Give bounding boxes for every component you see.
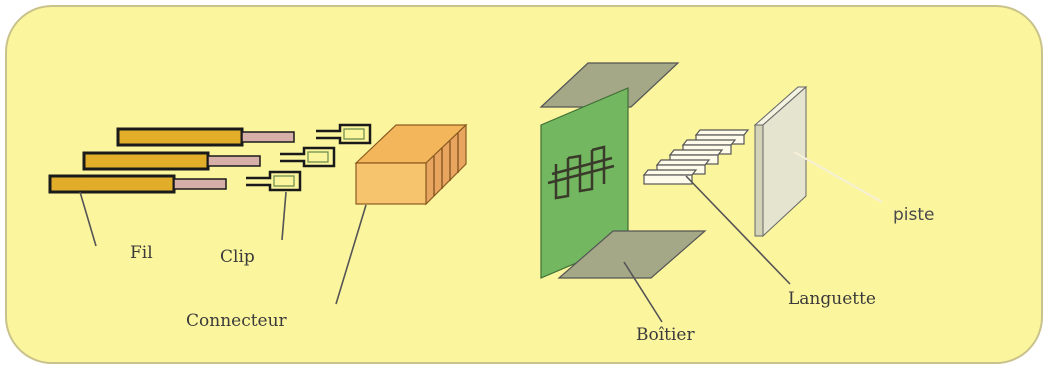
label-clip: Clip [220, 247, 255, 267]
track-board [753, 85, 808, 238]
connector-block [354, 123, 468, 206]
tongues [642, 129, 750, 185]
label-languette: Languette [788, 289, 876, 309]
background-panel [5, 5, 1043, 364]
label-connecteur: Connecteur [186, 311, 288, 331]
wire-3-tip [173, 178, 227, 190]
housing-bottom-plate [557, 230, 707, 279]
clip-1 [316, 123, 372, 145]
tongue-5 [642, 169, 698, 176]
wire-1 [116, 127, 244, 147]
wire-2 [82, 151, 210, 171]
panel-track-pattern [547, 145, 615, 200]
label-piste: piste [893, 205, 935, 225]
label-fil: Fil [130, 243, 153, 263]
clip-1-inner [343, 128, 365, 140]
wire-2-tip [207, 155, 261, 167]
wire-3 [48, 174, 176, 194]
clip-2-inner [307, 151, 329, 163]
tongue-4 [655, 159, 711, 166]
clips [246, 123, 372, 192]
track-board-face [754, 124, 764, 237]
leader-lines-right [623, 151, 883, 323]
wire-1-tip [241, 131, 295, 143]
label-boitier: Boîtier [636, 325, 695, 345]
connector-front [355, 162, 427, 205]
leader-lines-left [79, 191, 367, 305]
tongue-3 [668, 149, 724, 156]
clip-3-inner [273, 175, 295, 187]
wires [48, 127, 295, 194]
tongue-2 [681, 139, 737, 146]
tongue-1 [694, 129, 750, 136]
clip-2 [280, 146, 336, 168]
clip-3 [246, 170, 302, 192]
